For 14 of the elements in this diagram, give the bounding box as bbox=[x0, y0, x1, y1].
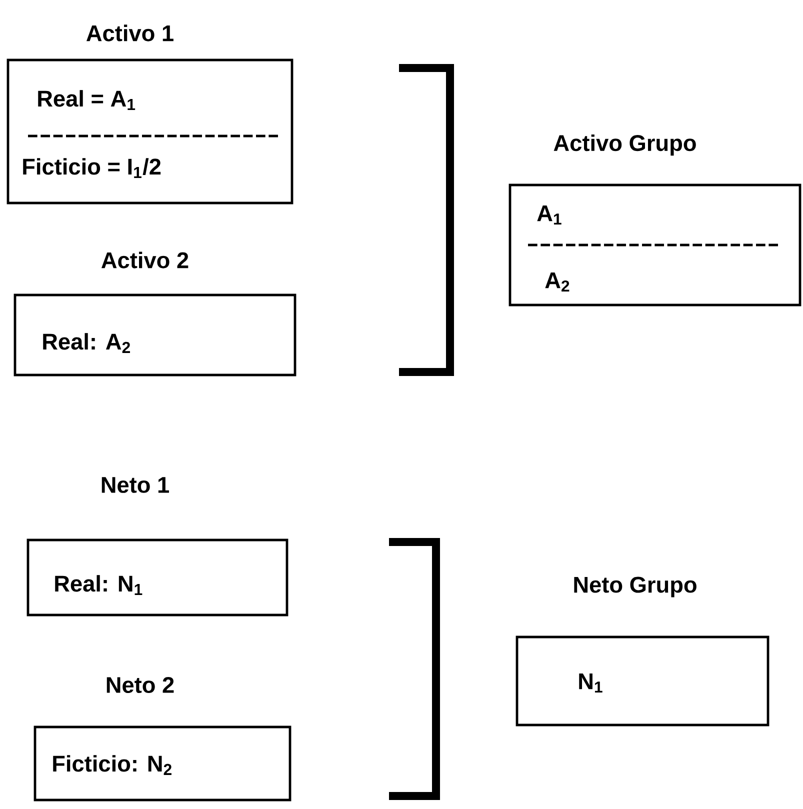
box-text: Real = A$_{1}$ bbox=[38, 90, 136, 110]
heading: Neto Grupo bbox=[574, 576, 696, 598]
box-text: A$_{1}$ bbox=[537, 205, 562, 225]
box-text: Ficticio = I$_{1}$/2 bbox=[23, 158, 161, 178]
heading: Activo 1 bbox=[86, 24, 174, 42]
heading: Neto 2 bbox=[106, 676, 174, 694]
box-text: A$_{2}$ bbox=[545, 272, 570, 292]
heading: Activo Grupo bbox=[554, 134, 696, 156]
heading: Activo 2 bbox=[101, 252, 188, 268]
box-text: Real: A$_{2}$ bbox=[43, 333, 130, 353]
box-text: N$_{1}$ bbox=[579, 673, 602, 693]
box-text: Ficticio: N$_{2}$ bbox=[53, 755, 172, 775]
box-text: Real: N$_{1}$ bbox=[55, 575, 142, 595]
heading: Neto 1 bbox=[102, 477, 169, 493]
